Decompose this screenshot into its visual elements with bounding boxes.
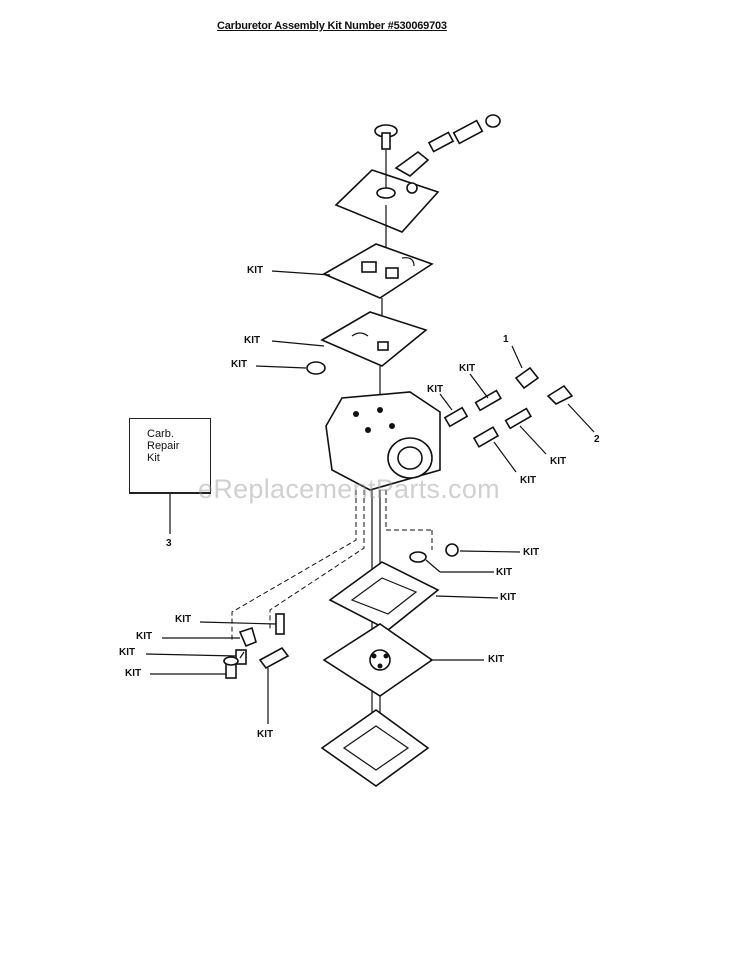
screw-small bbox=[223, 656, 239, 679]
callout-number: 2 bbox=[594, 434, 600, 445]
kit-box-line-3: Kit bbox=[147, 452, 160, 464]
callout-number: 1 bbox=[503, 334, 509, 345]
callout-number: 3 bbox=[166, 538, 172, 549]
callout-kit: KIT bbox=[257, 729, 274, 740]
callout-kit: KIT bbox=[500, 592, 517, 603]
callout-kit: KIT bbox=[496, 567, 513, 578]
metering-o-ring bbox=[409, 551, 427, 563]
carb-repair-kit-box: Carb. Repair Kit bbox=[129, 418, 211, 494]
callout-kit: KIT bbox=[136, 631, 153, 642]
limiter-cap-2 bbox=[546, 384, 574, 405]
callout-kit: KIT bbox=[523, 547, 540, 558]
metering-lever bbox=[258, 646, 290, 670]
kit-box-line-2: Repair bbox=[147, 440, 180, 452]
adjust-needle-assembly bbox=[394, 114, 501, 177]
callout-kit: KIT bbox=[231, 359, 248, 370]
callout-kit: KIT bbox=[459, 363, 476, 374]
callout-kit: KIT bbox=[550, 456, 567, 467]
callout-kit: KIT bbox=[244, 335, 261, 346]
callout-kit: KIT bbox=[247, 265, 264, 276]
callout-kit: KIT bbox=[488, 654, 505, 665]
inlet-needle bbox=[238, 626, 257, 648]
metering-diaphragm bbox=[322, 623, 434, 697]
callout-kit: KIT bbox=[175, 614, 192, 625]
low-speed-needle bbox=[472, 407, 532, 448]
inlet-spring bbox=[275, 613, 285, 635]
inlet-needle-seat bbox=[445, 543, 459, 557]
callout-kit: KIT bbox=[427, 384, 444, 395]
pump-cover-plate bbox=[334, 169, 440, 233]
watermark: eReplacementParts.com bbox=[198, 474, 500, 504]
kit-box-line-1: Carb. bbox=[147, 428, 174, 440]
pump-diaphragm bbox=[320, 311, 428, 367]
callout-kit: KIT bbox=[119, 647, 136, 658]
limiter-cap-1 bbox=[514, 366, 540, 390]
callout-kit: KIT bbox=[125, 668, 142, 679]
carburetor-body bbox=[325, 391, 441, 491]
high-speed-needle bbox=[443, 389, 502, 428]
pump-gasket bbox=[322, 243, 434, 299]
fuel-inlet-screen bbox=[306, 361, 326, 375]
metering-gasket bbox=[328, 561, 440, 631]
top-screw bbox=[374, 124, 398, 150]
diagram-title: Carburetor Assembly Kit Number #53006970… bbox=[217, 20, 447, 32]
callout-kit: KIT bbox=[520, 475, 537, 486]
metering-cover bbox=[320, 709, 430, 787]
